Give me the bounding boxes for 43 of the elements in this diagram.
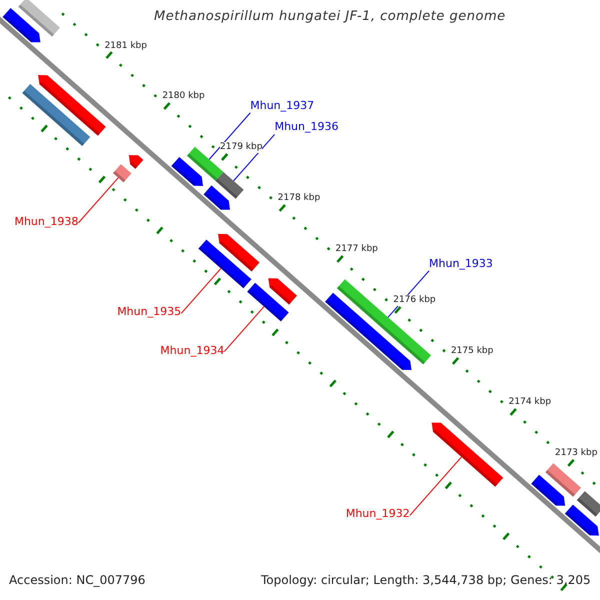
tick-label: 2175 kbp <box>450 346 494 357</box>
gene-bar <box>198 240 252 288</box>
leader-line <box>208 112 251 160</box>
gene-feature <box>432 422 504 487</box>
gene-label: Mhun_1934 <box>160 344 224 358</box>
leader-line <box>233 134 276 182</box>
gene-label: Mhun_1938 <box>14 216 78 228</box>
gene-label: Mhun_1932 <box>346 508 410 522</box>
leader-line <box>78 177 119 224</box>
gene-label: Mhun_1937 <box>250 100 314 113</box>
gene-feature <box>2 8 40 42</box>
tick-label: 2178 kbp <box>278 193 320 204</box>
gene-label: Mhun_1935 <box>117 306 182 320</box>
gene-bar <box>22 84 90 146</box>
tick-label: 2177 kbp <box>335 244 378 255</box>
tick-label: 2181 kbp <box>104 40 147 51</box>
gene-bar <box>247 282 289 322</box>
gene-bar <box>545 463 581 497</box>
tick-label: 2179 kbp <box>220 142 262 153</box>
leader-line <box>409 456 462 516</box>
leader-line <box>224 306 265 352</box>
gene-label: Mhun_1933 <box>429 258 493 270</box>
genome-stats-text: Topology: circular; Length: 3,544,738 bp; Genes: 3,205 <box>261 574 591 588</box>
gene-feature <box>531 474 566 506</box>
gene-bar <box>216 172 244 199</box>
gene-feature <box>564 504 599 536</box>
tick-label: 2173 kbp <box>555 448 598 459</box>
gene-bar <box>18 0 60 37</box>
gene-feature <box>268 278 297 305</box>
gene-label: Mhun_1936 <box>274 121 338 134</box>
gene-feature <box>204 185 230 210</box>
leader-line <box>180 268 222 314</box>
tick-label: 2180 kbp <box>162 91 205 102</box>
gene-feature <box>171 157 203 186</box>
gene-feature <box>218 234 260 272</box>
gene-feature <box>128 155 144 169</box>
gene-bar <box>576 491 600 517</box>
tick-label: 2176 kbp <box>393 295 436 306</box>
title: Methanospirillum hungatei JF-1, complete genome <box>154 10 506 25</box>
tick-label: 2174 kbp <box>508 397 552 408</box>
accession-text: Accession: NC_007796 <box>9 574 146 588</box>
gene-feature <box>38 75 106 136</box>
gene-bar <box>113 164 132 182</box>
